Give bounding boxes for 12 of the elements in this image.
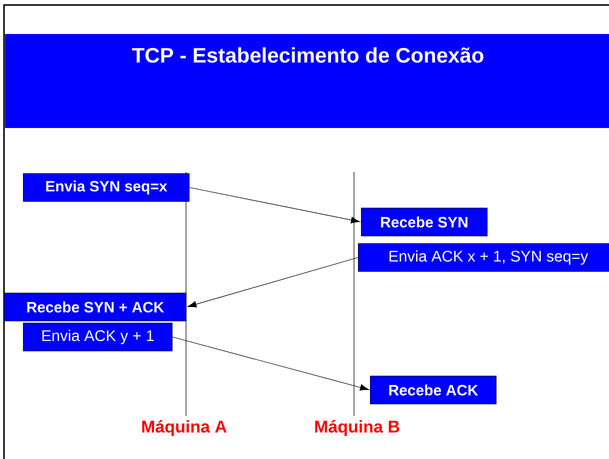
message-box: Envia ACK x + 1, SYN seq=y — [358, 243, 609, 272]
message-box: Recebe SYN + ACK — [4, 292, 186, 322]
arrow — [189, 187, 360, 224]
machine-label: Máquina A — [142, 420, 227, 436]
machine-label: Máquina B — [315, 420, 400, 436]
message-box: Recebe SYN — [361, 208, 488, 236]
message-box: Recebe ACK — [370, 376, 496, 404]
message-box: Envia SYN seq=x — [23, 173, 190, 202]
title-banner: TCP - Estabelecimento de Conexão — [5, 34, 609, 128]
arrow — [187, 257, 358, 308]
arrow — [172, 336, 370, 391]
message-box: Envia ACK y + 1 — [23, 322, 172, 352]
